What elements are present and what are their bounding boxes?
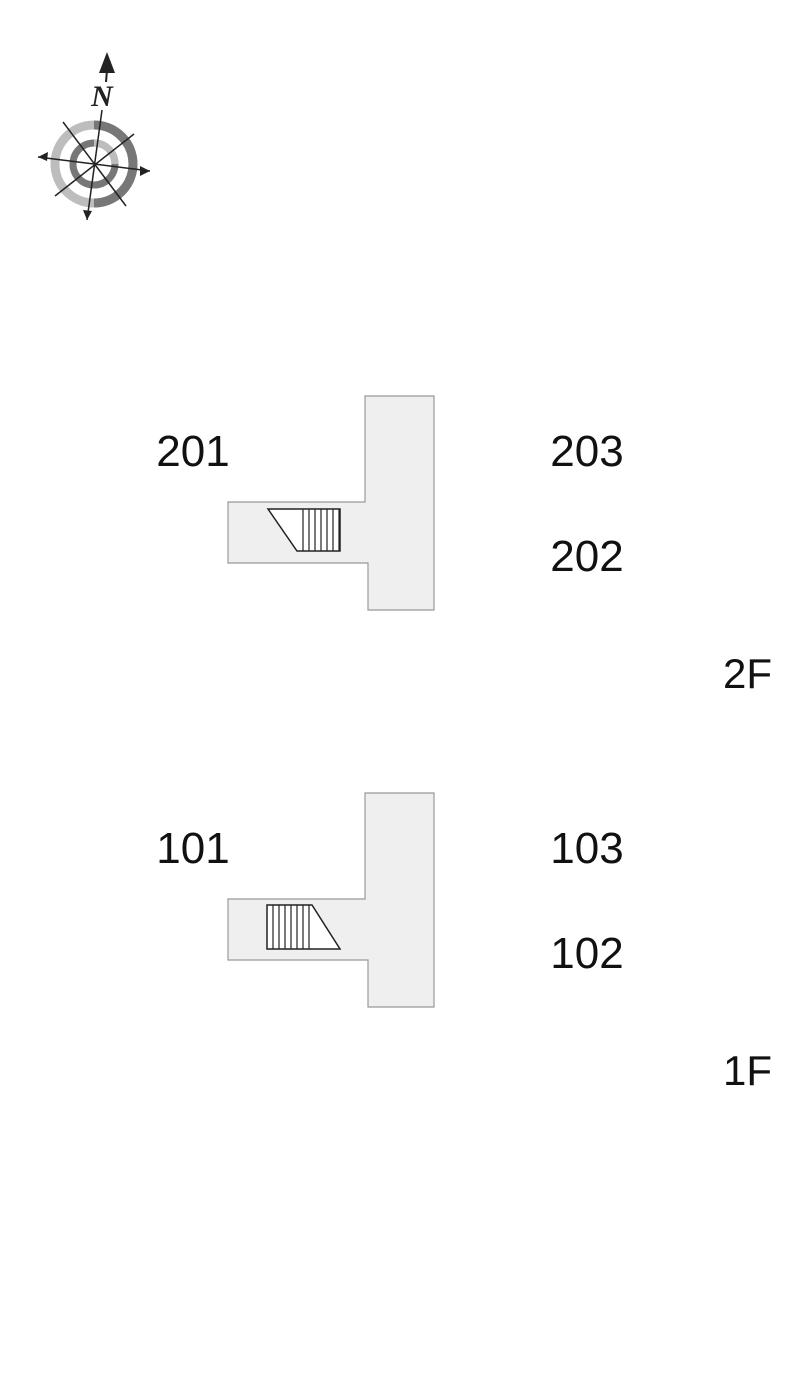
unit-number: 102 bbox=[550, 929, 623, 978]
stairs-icon bbox=[266, 904, 342, 950]
floor-1f: 101 103 102 1F bbox=[156, 792, 772, 1094]
floor-label: 1F bbox=[723, 1047, 772, 1094]
unit-number: 202 bbox=[550, 532, 623, 581]
north-label: N bbox=[90, 80, 114, 113]
common-corridor bbox=[227, 792, 435, 1008]
common-corridor bbox=[227, 395, 435, 611]
unit-number: 103 bbox=[550, 824, 623, 873]
floor-label: 2F bbox=[723, 650, 772, 697]
compass-icon: N bbox=[37, 52, 151, 221]
unit-number: 201 bbox=[156, 427, 229, 476]
floor-2f: 201 203 202 2F bbox=[156, 395, 772, 697]
unit-number: 203 bbox=[550, 427, 623, 476]
unit-number: 101 bbox=[156, 824, 229, 873]
stairs-icon bbox=[266, 508, 341, 552]
